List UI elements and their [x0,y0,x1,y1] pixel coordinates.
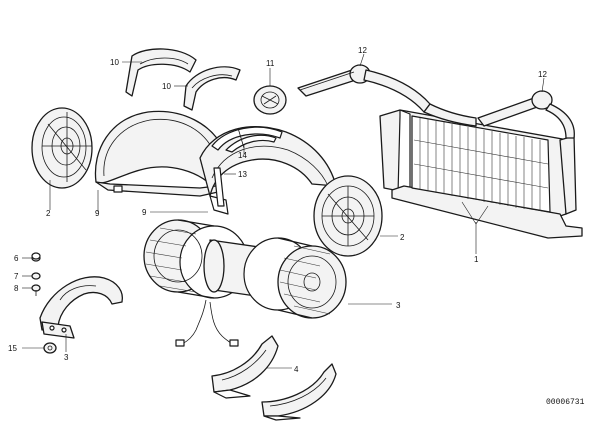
mount-bracket [39,276,124,339]
clip-10-mid [183,66,241,111]
lower-shell-left [211,335,279,399]
callout-6: 6 [14,254,19,263]
hardware-15-grommet [43,342,57,354]
callout-12-cap: 12 [538,70,547,79]
callout-4: 4 [294,365,299,374]
callout-14: 14 [238,151,247,160]
callout-12-pipe: 12 [358,46,367,55]
hardware-8-screw [31,284,41,296]
callout-15: 15 [8,344,17,353]
callout-9-left: 9 [95,209,100,218]
right-cover-disc [313,175,383,257]
callout-13: 13 [238,170,247,179]
left-cover-disc [31,107,93,189]
blower-motor-assembly [143,219,347,347]
callout-3-lower: 3 [64,353,69,362]
callout-2-right: 2 [400,233,405,242]
heater-core [379,109,583,239]
hardware-6-washer [31,252,41,262]
clip-10-top [125,48,197,97]
callout-9-mid: 9 [142,208,147,217]
callout-10-top: 10 [110,58,119,67]
lower-shell-right [261,363,337,421]
diagram-reference-number: 00006731 [546,398,585,407]
retaining-strap-14 [225,127,277,153]
callout-1: 1 [474,255,479,264]
hardware-7-nut [31,272,41,280]
retaining-strap-13 [211,126,283,207]
heater-pipe [297,64,431,113]
callout-3-right: 3 [396,301,401,310]
callout-11: 11 [266,59,275,68]
blower-housing-left [94,110,225,197]
callout-7: 7 [14,272,19,281]
callout-8: 8 [14,284,19,293]
callout-10-mid: 10 [162,82,171,91]
leader-lines [22,53,545,369]
resistor-11 [253,85,287,115]
callout-labels: 1 2 2 3 3 4 6 7 8 9 9 10 10 11 12 12 13 … [8,46,547,374]
callout-2-left: 2 [46,209,51,218]
